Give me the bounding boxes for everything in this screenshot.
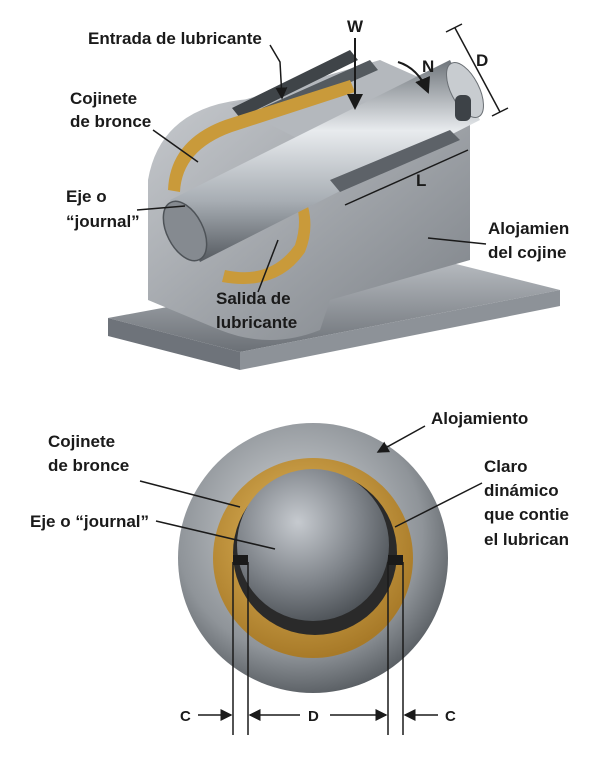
label-diameter: D [476,51,488,70]
label-clearance-line4: el lubrican [484,530,569,549]
label-clearance-line3: que contie [484,505,569,524]
label-shaft-line1: Eje o [66,187,107,206]
label-length: L [416,171,426,190]
label-housing-bottom: Alojamiento [431,409,528,428]
shaft-leader [136,205,186,211]
label-dim-c-left: C [180,708,191,725]
rotation-arrow [397,61,430,94]
shaft-body [170,60,480,262]
label-dim-d: D [308,708,319,725]
inlet-rail-left [232,50,358,118]
label-dim-c-right: C [445,708,456,725]
bronze-bushing [168,80,355,192]
label-housing-line1: Alojamien [488,219,569,238]
label-lubricant-inlet: Entrada de lubricante [88,29,262,48]
housing-base-side [240,290,560,370]
gap-marker-left [233,555,248,565]
shaft-front-face [162,200,208,262]
shaft-rear-face [446,62,484,118]
length-dim-line [344,149,469,206]
bronze-bushing-lower [222,186,311,284]
bushing-leader [152,129,199,163]
inlet-leader [269,44,288,100]
housing-leader-bottom [376,425,426,453]
shaft-key [455,95,471,121]
label-rotation: N [422,57,434,76]
label-outlet-line2: lubricante [216,313,297,332]
label-bronze-bearing-bottom-line2: de bronce [48,456,129,475]
shaft-disc [237,469,389,621]
label-bronze-bearing-line1: Cojinete [70,89,137,108]
bushing-leader-bottom [139,480,241,508]
label-shaft-bottom: Eje o “journal” [30,512,149,531]
housing-inner-step [330,130,460,192]
label-outlet-line1: Salida de [216,289,291,308]
label-clearance-line1: Claro [484,457,527,476]
gap-marker-right [388,555,403,565]
pillow-block-3d: Entrada de lubricante W N D Cojinete de … [66,17,569,370]
clearance-leader [394,482,483,528]
diameter-tick-top [445,23,463,33]
outlet-leader [257,239,279,293]
label-housing-line2: del cojine [488,243,566,262]
housing-leader [427,237,487,245]
label-shaft-line2: “journal” [66,212,140,231]
bearing-cross-section: Alojamiento Cojinete de bronce Eje o “jo… [30,409,569,735]
label-clearance-line2: dinámico [484,481,559,500]
label-bronze-bearing-line2: de bronce [70,112,151,131]
housing-base-front [108,318,240,370]
label-load: W [347,17,364,36]
shaft-leader-bottom [155,520,276,550]
diameter-dim-line [454,27,501,113]
label-bronze-bearing-bottom-line1: Cojinete [48,432,115,451]
diameter-tick-bottom [491,107,509,117]
